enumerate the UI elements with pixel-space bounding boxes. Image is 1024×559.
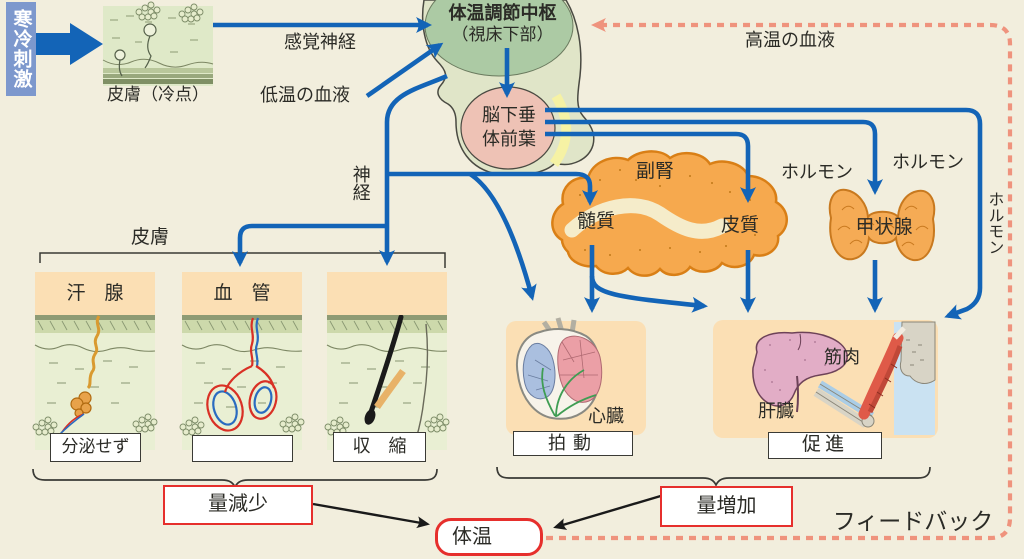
hypothalamus-label: （視床下部）: [451, 25, 554, 44]
hormone-label-right: ホルモン: [985, 191, 1003, 255]
amount-decrease-box: 量減少: [163, 485, 313, 525]
adrenal-cortex-label: 皮質: [720, 215, 759, 236]
thermoregulation-center-label: 体温調節中枢: [448, 3, 557, 23]
liver-illustration: [752, 331, 848, 413]
nerve-to-heart-arrow: [468, 172, 537, 301]
cold-blood-arrow: [365, 42, 444, 98]
pituitary-hormone-to-cortex-arrow: [545, 131, 756, 203]
adrenal-medulla-label: 髄質: [576, 211, 615, 232]
pituitary-hormone-to-thyroid-arrow: [545, 119, 883, 195]
feedback-label: フィードバック: [832, 508, 994, 534]
sensory-nerve-label: 感覚神経: [284, 32, 356, 52]
increase-brace: [496, 466, 931, 487]
heart-illustration: [516, 317, 603, 420]
skin-section-bracket: [39, 252, 446, 268]
adrenal-label: 副腎: [635, 161, 674, 182]
muscle-arm-illustration: [813, 321, 936, 435]
blood-vessel-panel-body: [180, 315, 304, 450]
sweat-result-box: 分泌せず: [50, 433, 141, 462]
blood-vessel-header: 血 管: [182, 272, 302, 315]
blood-vessel-illustration: [206, 317, 278, 432]
decrease-to-temp-arrow: [312, 502, 430, 529]
muscle-label: 筋肉: [824, 347, 860, 367]
nerve-trunk-arrow: [379, 73, 448, 266]
thyroid-label: 甲状腺: [855, 217, 913, 238]
cold-stimulus-label: 寒冷刺激: [6, 2, 36, 96]
cold-blood-label: 低温の血液: [260, 85, 350, 105]
hormone-label-left: ホルモン: [781, 162, 853, 182]
hair-panel-body: [325, 315, 449, 450]
hair-result-box: 収 縮: [333, 432, 426, 462]
skin-cold-receptor-illustration: [102, 1, 214, 86]
skin-section-title: 皮膚: [130, 227, 169, 248]
nerve-to-vessel-arrow: [232, 223, 387, 267]
body-temperature-box: 体温: [435, 518, 543, 556]
pituitary-label-line2: 体前葉: [482, 129, 536, 149]
amount-increase-box: 量増加: [660, 486, 793, 527]
nerve-hormone-pathways: [213, 17, 983, 320]
increase-to-temp-arrow: [553, 493, 665, 530]
result-arrows: [312, 493, 665, 530]
liver-label: 肝臓: [758, 401, 794, 421]
hormone-label-mid: ホルモン: [892, 152, 964, 172]
vessel-result-box: [192, 435, 293, 462]
pituitary-label-line1: 脳下垂: [482, 105, 536, 125]
feedback-dashed-line: [546, 18, 1013, 541]
skin-receptor-label: 皮膚（冷点）: [107, 85, 209, 104]
liver-muscle-result-box: 促進: [768, 432, 882, 459]
nerve-label: 神経: [350, 165, 371, 201]
thyroid-gland-illustration: [828, 188, 936, 262]
sweat-gland-panel-body: [33, 315, 157, 450]
heart-result-box: 拍動: [513, 431, 633, 456]
hair-panel-header: [327, 272, 447, 315]
adrenal-gland-illustration: [551, 150, 788, 277]
heart-label: 心臓: [588, 406, 624, 426]
stimulus-block-arrow: [36, 23, 103, 65]
medulla-to-liver-arrow: [589, 275, 708, 313]
pituitary-hormone-to-muscle-arrow: [545, 107, 983, 320]
warm-blood-label: 高温の血液: [745, 30, 835, 50]
nerve-to-medulla-arrow: [387, 171, 598, 206]
sweat-gland-illustration: [57, 315, 101, 437]
hair-follicle-illustration: [364, 314, 429, 440]
sweat-gland-header: 汗 腺: [35, 272, 155, 315]
